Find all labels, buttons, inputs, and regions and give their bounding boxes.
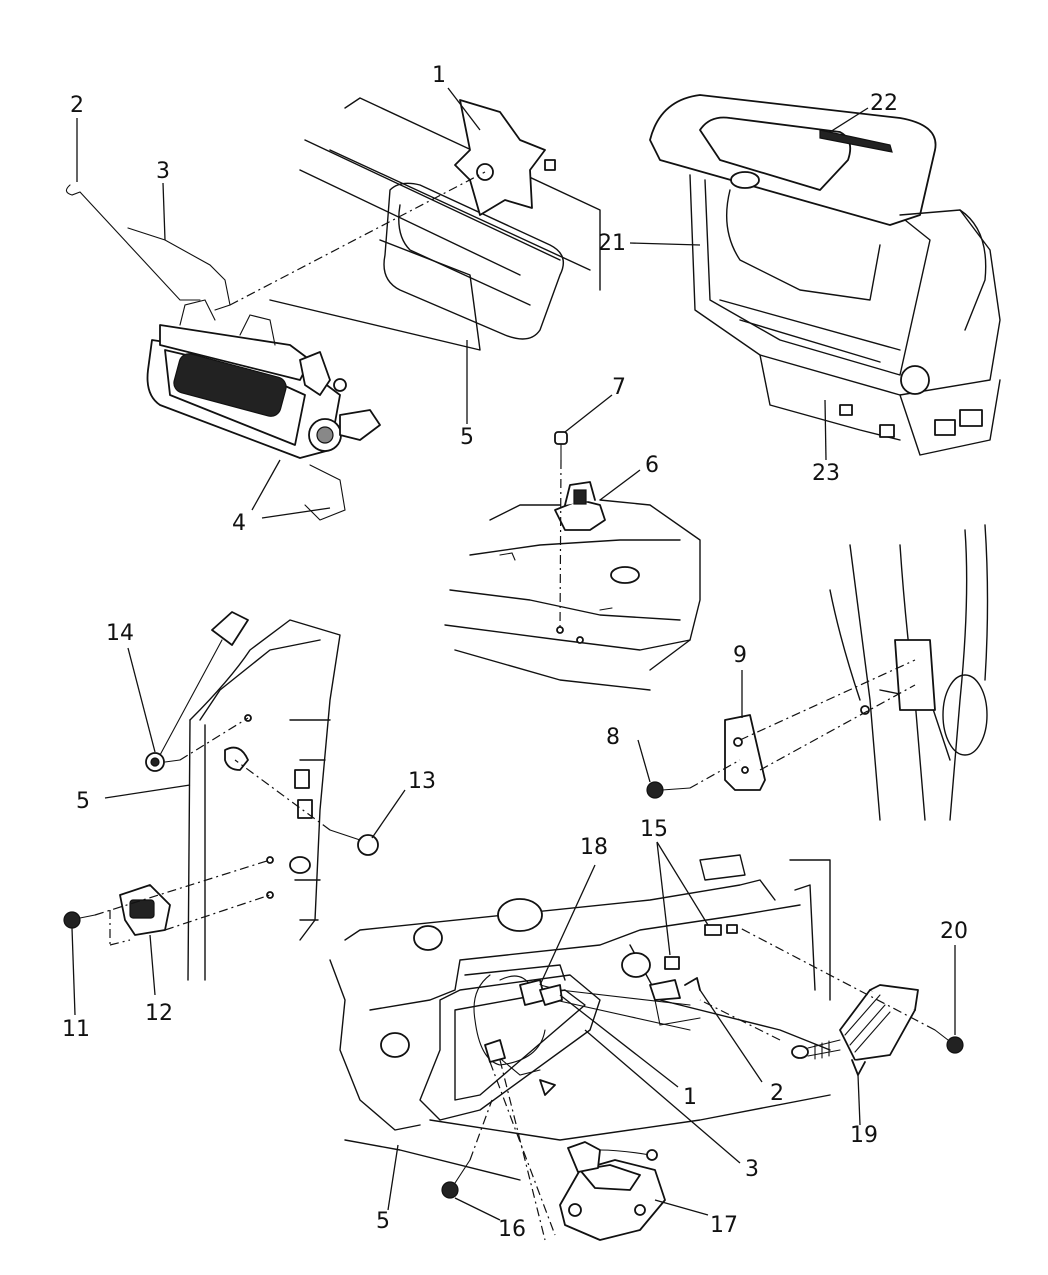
callout-12: 12: [145, 1001, 173, 1026]
actuator-17: [559, 1141, 666, 1241]
callout-5: 5: [460, 425, 474, 450]
callout-7: 7: [612, 375, 626, 400]
striker-bracket-6: [554, 481, 606, 531]
bolt-8: [646, 781, 691, 799]
callout-23: 23: [812, 461, 840, 486]
callout-18: 18: [580, 835, 608, 860]
leaders-middle: [559, 394, 641, 631]
leaders-left-middle: [71, 647, 406, 1016]
leaders-bottom: [387, 841, 956, 1241]
bolt-7: [554, 431, 568, 461]
callout-16: 16: [498, 1217, 526, 1242]
body-opening-right: [829, 524, 989, 821]
callout-11: 11: [62, 1017, 90, 1042]
latch-motor-19: [791, 984, 919, 1076]
screw-11: [63, 911, 96, 929]
callout-3: 3: [156, 159, 170, 184]
screw-16: [441, 1159, 471, 1199]
callout-3-bottom: 3: [745, 1157, 759, 1182]
rod-2: [65, 184, 201, 301]
striker-9: [724, 714, 766, 791]
leaders-mid-right: [637, 659, 916, 789]
callout-13: 13: [408, 769, 436, 794]
clips-15: [664, 924, 738, 991]
callout-1: 1: [432, 63, 446, 88]
callout-21: 21: [598, 231, 626, 256]
callout-4: 4: [232, 511, 246, 536]
leaders-top-right: [629, 107, 869, 461]
exterior-handle-4: [146, 299, 381, 521]
callout-8: 8: [606, 725, 620, 750]
callout-2: 2: [70, 93, 84, 118]
callout-14: 14: [106, 621, 134, 646]
rod-3: [127, 227, 231, 311]
callout-5-bottom: 5: [376, 1209, 390, 1234]
callout-2-bottom: 2: [770, 1081, 784, 1106]
liftgate-panel-lower: [329, 854, 831, 1181]
liftgate-panel-upper: [269, 97, 601, 351]
callout-15: 15: [640, 817, 668, 842]
callout-5-left: 5: [76, 789, 90, 814]
callout-1-bottom: 1: [683, 1085, 697, 1110]
callout-20: 20: [940, 919, 968, 944]
screw-20: [934, 1029, 964, 1054]
callout-9: 9: [733, 643, 747, 668]
vehicle-rear-view: [649, 94, 1001, 456]
floor-panel: [444, 499, 701, 691]
callout-22: 22: [870, 91, 898, 116]
handle-bracket-1: [454, 99, 556, 216]
callout-19: 19: [850, 1123, 878, 1148]
wiring-harness-18: [473, 974, 563, 1076]
leaders-top-left: [76, 87, 486, 519]
callout-6: 6: [645, 453, 659, 478]
d-pillar-panel: [187, 619, 341, 981]
support-strut-14: [145, 611, 249, 772]
switch-12: [119, 884, 171, 936]
callout-17: 17: [710, 1213, 738, 1238]
bolt-13: [329, 829, 379, 856]
